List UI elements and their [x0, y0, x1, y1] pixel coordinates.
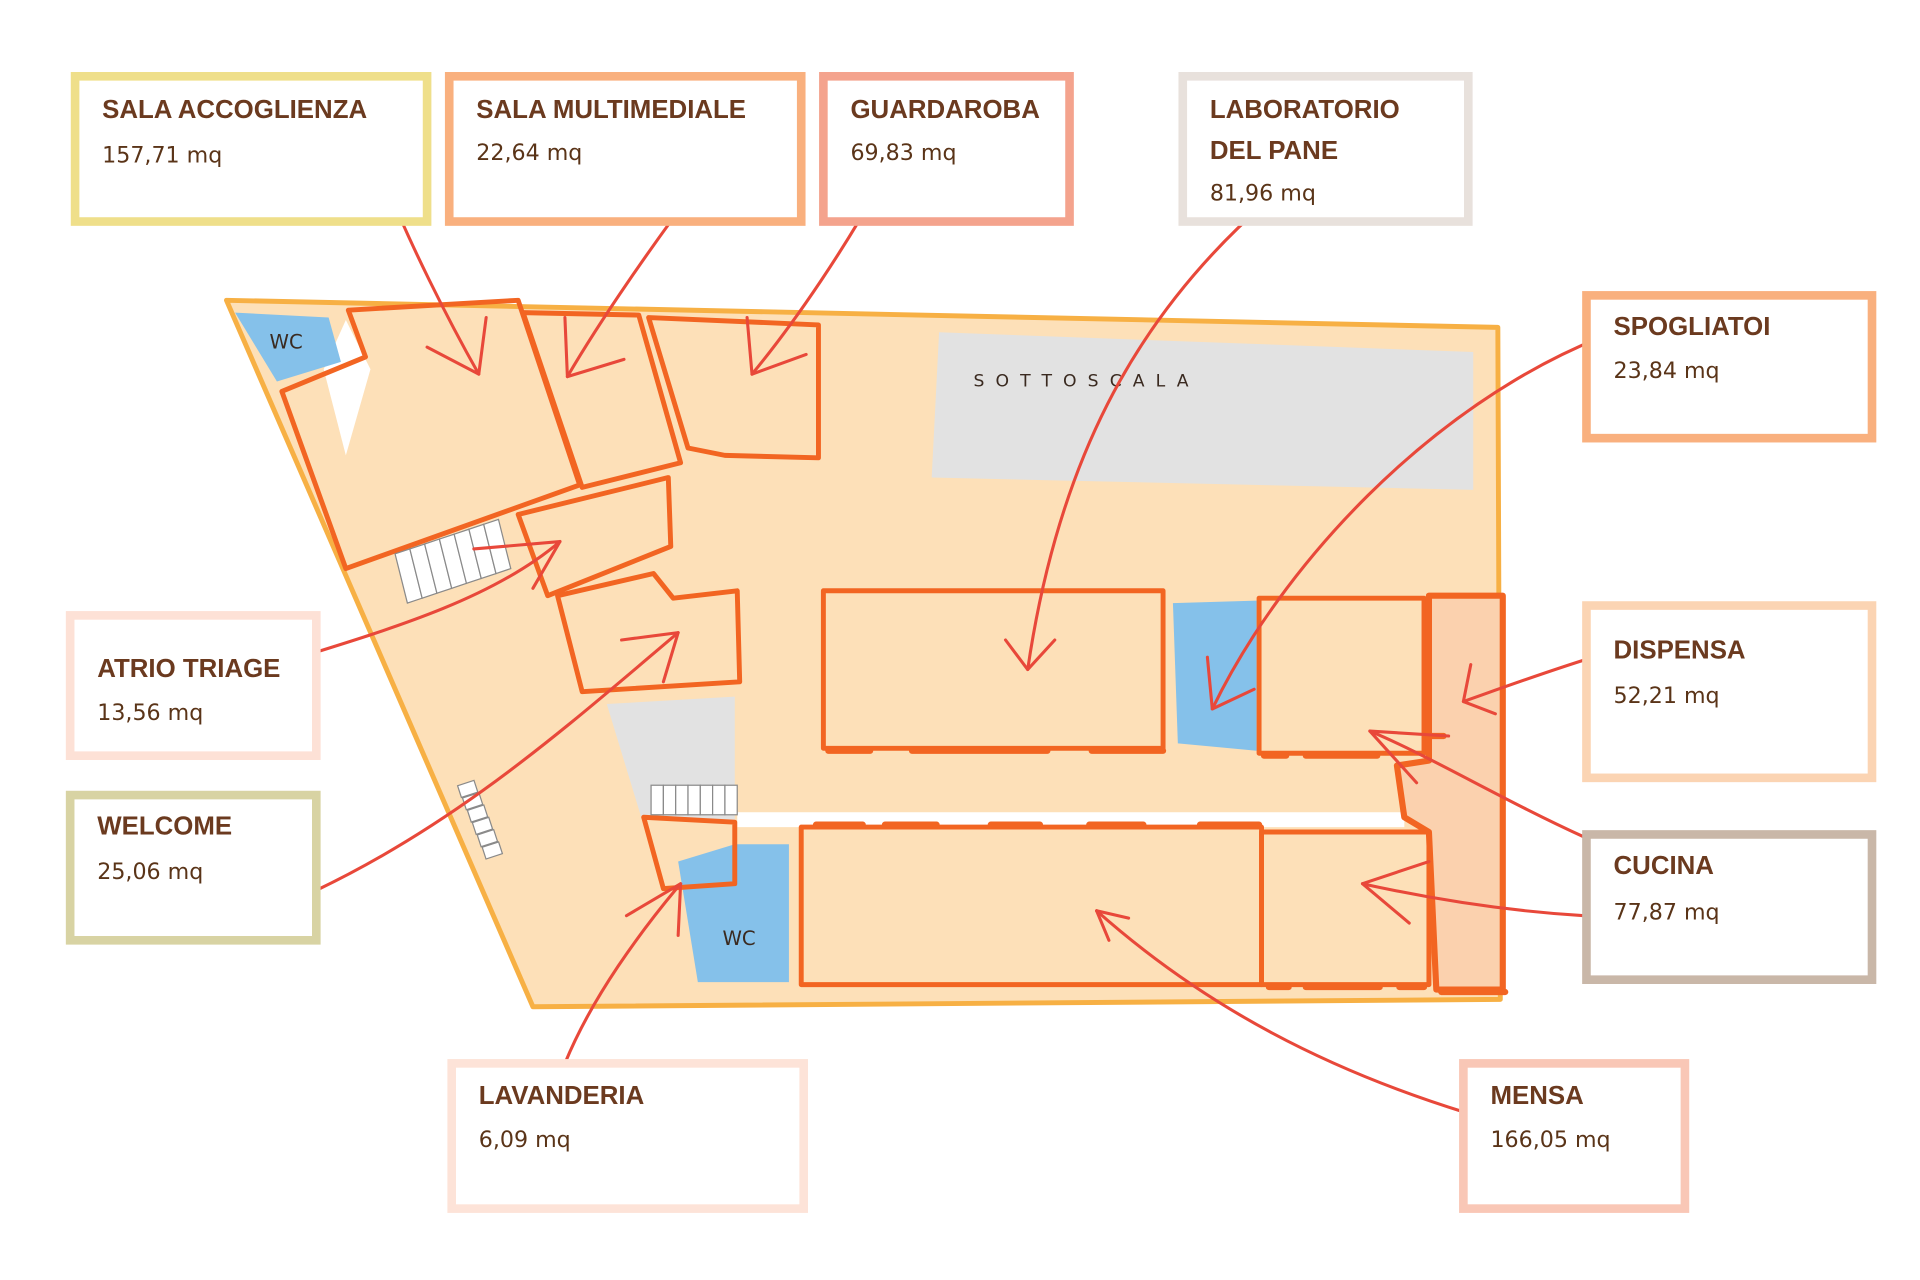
label-name: SALA ACCOGLIENZA	[102, 96, 367, 124]
label-spogliatoi: SPOGLIATOI 23,84 mq	[1582, 291, 1877, 443]
stairs-middle	[650, 784, 738, 816]
label-name: WELCOME	[97, 812, 232, 840]
label-welcome: WELCOME 25,06 mq	[65, 790, 321, 945]
sottoscala-label: SOTTOSCALA	[974, 371, 1200, 391]
label-area: 166,05 mq	[1490, 1127, 1610, 1153]
arrow-atrio-triage	[290, 540, 562, 662]
wc-bottom	[678, 844, 789, 983]
label-name: CUCINA	[1614, 852, 1714, 880]
wc-bottom-label: WC	[722, 927, 755, 950]
room-atrio-triage	[515, 475, 674, 599]
label-name-line2: DEL PANE	[1210, 137, 1338, 165]
arrow-spogliatoi	[1205, 335, 1603, 711]
label-sala-accoglienza: SALA ACCOGLIENZA 157,71 mq	[70, 72, 432, 226]
label-area: 22,64 mq	[476, 140, 582, 166]
label-area: 81,96 mq	[1210, 181, 1316, 207]
stairs-lower	[456, 779, 504, 860]
label-name: DISPENSA	[1614, 636, 1746, 664]
arrow-welcome	[280, 631, 680, 908]
label-name: LAVANDERIA	[479, 1082, 645, 1110]
wc-top-left	[235, 312, 341, 382]
room-sala-accoglienza	[279, 297, 583, 572]
label-dispensa: DISPENSA 52,21 mq	[1582, 601, 1877, 783]
arrow-cucina-upper	[1368, 729, 1586, 839]
room-dispensa	[1393, 592, 1506, 993]
sottoscala-area	[931, 332, 1474, 490]
label-laboratorio-del-pane: LABORATORIO DEL PANE 81,96 mq	[1178, 72, 1473, 226]
room-sala-multimediale	[520, 310, 684, 490]
label-area: 157,71 mq	[102, 142, 222, 168]
label-area: 13,56 mq	[97, 700, 203, 726]
label-name: MENSA	[1490, 1082, 1583, 1110]
label-area: 52,21 mq	[1614, 683, 1720, 709]
building: SOTTOSCALA WC WC	[224, 297, 1509, 1010]
label-lavanderia: LAVANDERIA 6,09 mq	[447, 1059, 808, 1213]
arrow-mensa	[1095, 909, 1468, 1115]
label-guardaroba: GUARDAROBA 69,83 mq	[819, 72, 1074, 226]
room-lavanderia	[641, 814, 738, 892]
label-area: 77,87 mq	[1614, 899, 1720, 925]
arrow-lavanderia	[563, 882, 683, 1065]
label-atrio-triage: ATRIO TRIAGE 13,56 mq	[65, 611, 321, 760]
label-name: SPOGLIATOI	[1614, 313, 1771, 341]
label-name: ATRIO TRIAGE	[97, 655, 280, 683]
wc-top-left-label: WC	[270, 330, 303, 353]
label-area: 69,83 mq	[850, 140, 956, 166]
label-sala-multimediale: SALA MULTIMEDIALE 22,64 mq	[444, 72, 806, 226]
label-mensa: MENSA 166,05 mq	[1459, 1059, 1690, 1213]
label-area: 6,09 mq	[479, 1127, 571, 1153]
label-cucina: CUCINA 77,87 mq	[1582, 830, 1877, 984]
label-name-line1: LABORATORIO	[1210, 96, 1400, 124]
room-welcome	[555, 571, 743, 695]
label-name: SALA MULTIMEDIALE	[476, 96, 746, 124]
label-area: 25,06 mq	[97, 859, 203, 885]
label-area: 23,84 mq	[1614, 358, 1720, 384]
label-name: GUARDAROBA	[850, 96, 1039, 124]
room-spogliatoi	[1172, 600, 1257, 751]
arrow-laboratorio-del-pane	[1004, 200, 1268, 672]
arrow-cucina-lower	[1360, 860, 1586, 925]
